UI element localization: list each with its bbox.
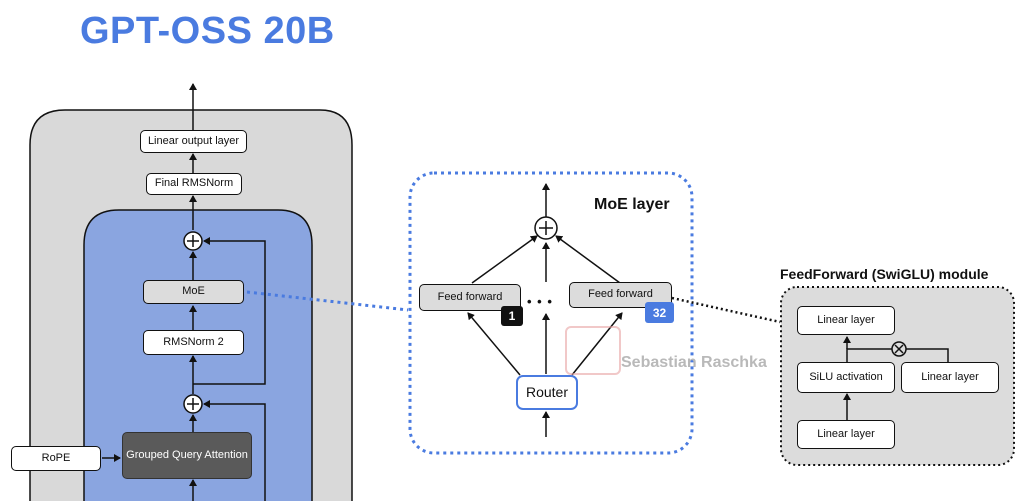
transformer-block (83, 209, 313, 501)
add-icon (534, 216, 558, 240)
router-block: Router (516, 375, 578, 410)
moe-panel-title: MoE layer (594, 196, 670, 213)
ellipsis-dots: • • • (527, 294, 553, 309)
arrow-router-to-ff-right (571, 312, 623, 376)
residual-bottom (203, 400, 266, 501)
final-rmsnorm: Final RMSNorm (146, 173, 242, 195)
page-title: GPT-OSS 20B (80, 10, 335, 52)
linear-layer-right: Linear layer (901, 362, 999, 393)
expert-badge-first: 1 (501, 306, 523, 326)
ff-link (671, 296, 781, 324)
linear-layer-bottom: Linear layer (797, 420, 895, 449)
arrow-ff-right-to-plus (555, 235, 621, 284)
silu-activation: SiLU activation (797, 362, 895, 393)
rope-block: RoPE (11, 446, 101, 471)
linear-output-layer: Linear output layer (140, 130, 247, 153)
watermark-logo (565, 326, 621, 375)
residual-top (193, 237, 266, 385)
rmsnorm2-block: RMSNorm 2 (143, 330, 244, 355)
moe-block: MoE (143, 280, 244, 304)
arrow-ff-left-to-plus (471, 235, 538, 284)
ff-module-title: FeedForward (SwiGLU) module (780, 266, 989, 282)
add-icon (183, 394, 203, 414)
expert-badge-last: 32 (645, 302, 674, 323)
moe-panel (408, 171, 694, 455)
multiply-icon (891, 341, 907, 357)
watermark-text: Sebastian Raschka (621, 354, 767, 371)
arrow-router-to-ff-left (467, 312, 521, 376)
moe-link (246, 290, 409, 312)
linear-layer-top: Linear layer (797, 306, 895, 335)
gqa-block: Grouped Query Attention (122, 432, 252, 479)
add-icon (183, 231, 203, 251)
